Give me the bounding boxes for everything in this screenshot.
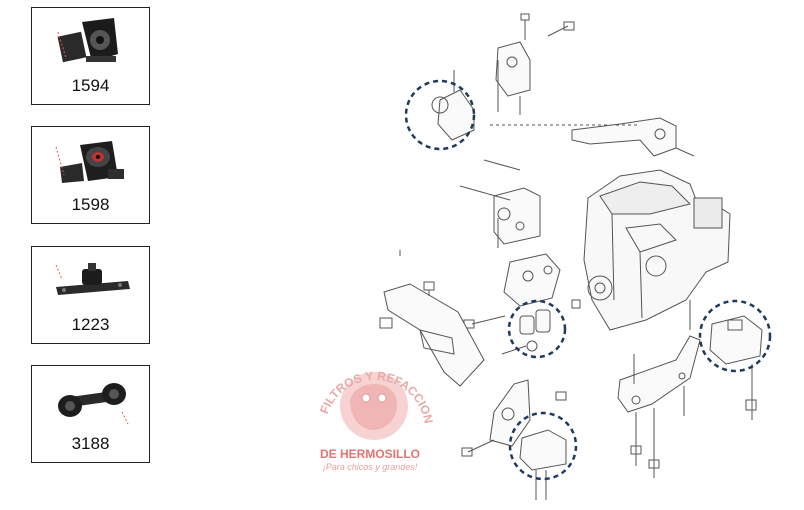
middle-bracket-assembly [399,159,561,329]
left-shield-plate [379,281,485,387]
part-code: 1598 [71,195,110,214]
bushing-pair [501,299,581,355]
highlight-circle-bottom-mount [508,411,578,481]
watermark-logo: FILTROS Y REFACCIONES DE HERMOSILLO ¡Par… [290,0,436,472]
highlight-circle-upper-mount [404,79,476,151]
part-code: 1594 [71,76,110,95]
part-card-3188[interactable]: 3188 [31,365,150,463]
svg-text:FILTROS Y REFACCIONES: FILTROS Y REFACCIONES [290,0,436,425]
part-card-1223[interactable]: 1223 [31,246,150,344]
bottom-mount-assembly [461,379,567,500]
exploded-engine-mount-diagram: FILTROS Y REFACCIONES DE HERMOSILLO ¡Par… [290,0,772,500]
right-mount-assembly [689,300,763,420]
part-code: 1223 [71,315,110,334]
engine-block [583,169,731,331]
highlight-circle-right-mount [698,299,772,373]
flat-mount-icon [55,263,130,295]
watermark-arc-text: FILTROS Y REFACCIONES [290,0,436,425]
cylindrical-bushing-mount-icon [55,141,124,183]
watermark-slogan: ¡Para chicos y grandes! [323,462,418,472]
engine-mount-icon [57,18,118,63]
lower-right-bracket [617,335,701,478]
watermark-name: DE HERMOSILLO [320,447,420,461]
highlight-circle-bushing [507,299,567,359]
part-card-1598[interactable]: 1598 [31,126,150,224]
torque-rod-icon [58,383,129,425]
part-code: 3188 [71,434,110,453]
upper-bracket-assembly [431,13,695,157]
part-card-1594[interactable]: 1594 [31,7,150,105]
